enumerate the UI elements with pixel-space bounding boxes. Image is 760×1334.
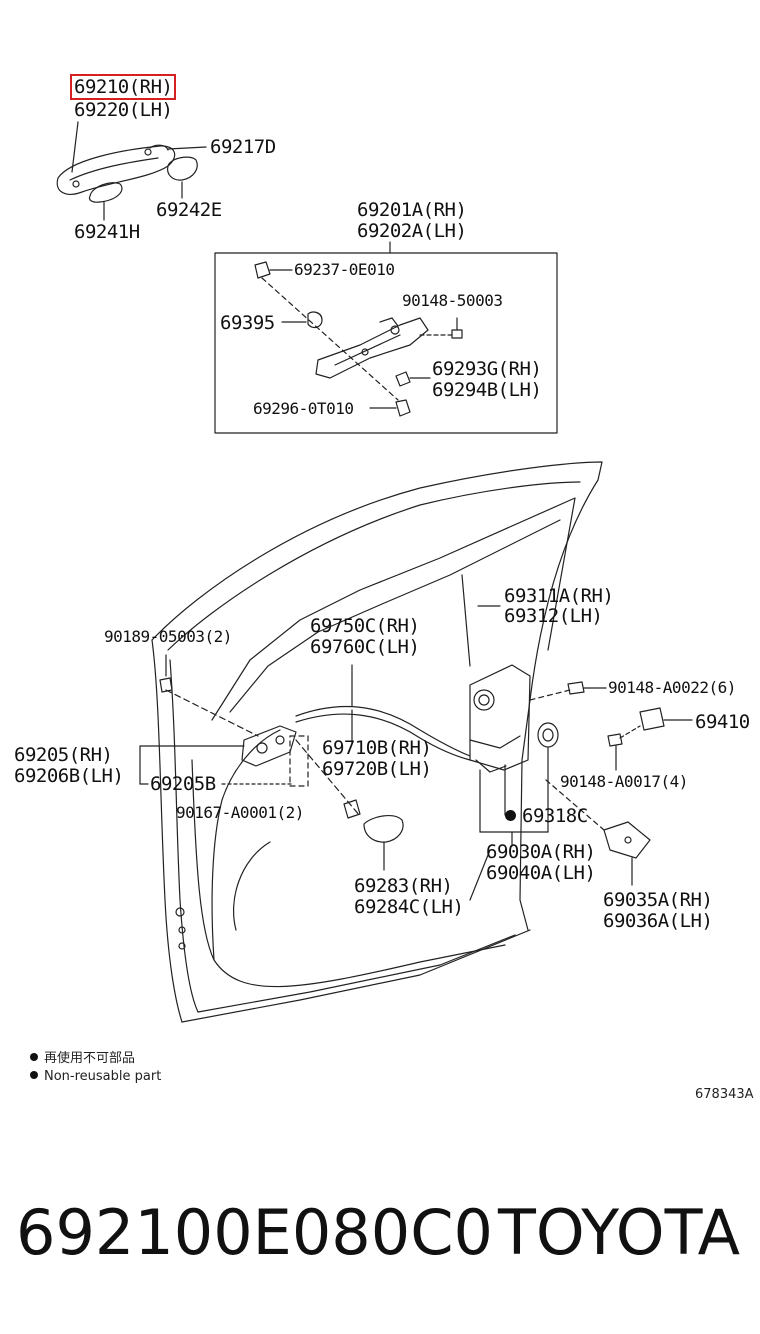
label-69030a-rh: 69030A(RH): [486, 841, 596, 863]
label-69311a-rh: 69311A(RH): [504, 585, 614, 607]
label-69312-lh: 69312(LH): [504, 605, 603, 627]
legend-en-text: Non-reusable part: [44, 1069, 162, 1084]
label-69710b-rh: 69710B(RH): [322, 737, 432, 759]
label-69201a-rh: 69201A(RH): [357, 199, 467, 221]
handle-pad-rear: [88, 182, 123, 203]
legend-zh-text: 再使用不可部品: [44, 1051, 136, 1066]
label-69040a-lh: 69040A(LH): [486, 862, 596, 884]
label-69220-lh: 69220(LH): [74, 99, 173, 121]
label-69217d: 69217D: [210, 136, 276, 158]
legend-en: Non-reusable part: [30, 1069, 161, 1085]
label-69036a-lh: 69036A(LH): [603, 910, 713, 932]
non-reusable-dot-icon: [30, 1053, 38, 1061]
label-69293g-rh: 69293G(RH): [432, 358, 542, 380]
label-90148-a0017: 90148-A0017(4): [560, 772, 688, 791]
screw-69296: [395, 399, 411, 417]
cover-69283: [363, 815, 404, 843]
label-69205-rh: 69205(RH): [14, 744, 113, 766]
legend-zh: 再使用不可部品: [30, 1051, 135, 1067]
label-69720b-lh: 69720B(LH): [322, 758, 432, 780]
label-90148-50003: 90148-50003: [402, 291, 503, 310]
dash-bolt-a0017: [619, 725, 641, 739]
dash-bolt-a0022: [529, 689, 571, 701]
label-69242e: 69242E: [156, 199, 222, 221]
lock-assembly-illustration: [469, 664, 531, 773]
highlight-box: 69210(RH): [70, 74, 177, 100]
label-69296-0t010: 69296-0T010: [253, 399, 354, 418]
footer-part-number: 692100E080C0: [16, 1196, 493, 1269]
leader-69030a-lower: [469, 849, 491, 901]
leader-69217d: [167, 146, 207, 150]
frame-part-illustration: [315, 317, 429, 379]
label-69760c-lh: 69760C(LH): [310, 636, 420, 658]
lock-cover-69035a: [603, 821, 651, 859]
bolt-90148-a0017: [607, 733, 623, 747]
screw-90189: [159, 677, 173, 693]
rod-69311a: [461, 574, 471, 667]
dash-handle-box: [289, 735, 309, 787]
pad-69395: [307, 311, 323, 329]
label-69294b-lh: 69294B(LH): [432, 379, 542, 401]
screw-90167: [343, 799, 361, 819]
label-69395: 69395: [220, 312, 275, 334]
label-69318c: 69318C: [505, 806, 588, 826]
striker-69410: [639, 707, 665, 731]
label-69206b-lh: 69206B(LH): [14, 765, 124, 787]
bolt-90148-50003: [451, 317, 463, 339]
grommet: [537, 722, 559, 748]
label-69035a-rh: 69035A(RH): [603, 889, 713, 911]
dash-screw-90167: [295, 739, 361, 817]
door-outline: [151, 461, 603, 1023]
dash-cover: [545, 779, 605, 831]
bolt-90148-a0022: [567, 681, 585, 695]
label-90189-05003: 90189-05003(2): [104, 627, 232, 646]
label-69284c-lh: 69284C(LH): [354, 896, 464, 918]
label-69283-rh: 69283(RH): [354, 875, 453, 897]
label-69750c-rh: 69750C(RH): [310, 615, 420, 637]
label-69241h: 69241H: [74, 221, 140, 243]
non-reusable-dot-icon: [30, 1071, 38, 1079]
inside-cable-illustration: [295, 705, 471, 761]
screw-69293g: [395, 371, 411, 387]
non-reusable-dot-icon: [505, 810, 516, 821]
frame-assembly-box: [214, 252, 558, 434]
label-69318c-text: 69318C: [522, 805, 588, 827]
handle-pad-front: [167, 156, 198, 181]
diagram-ref-code: 678343A: [695, 1087, 754, 1102]
label-69205b: 69205B: [150, 773, 216, 795]
grommet-inner: [542, 728, 554, 742]
label-69210-rh: 69210(RH): [70, 74, 177, 100]
dash-frame-axis: [261, 277, 399, 401]
label-69202a-lh: 69202A(LH): [357, 220, 467, 242]
footer-brand: TOYOTA: [498, 1196, 741, 1269]
clip-69237: [254, 261, 271, 279]
dash-screw-90189: [165, 689, 259, 737]
leader-69210: [71, 121, 79, 173]
label-69410: 69410: [695, 711, 750, 733]
label-69237-0e010: 69237-0E010: [294, 260, 395, 279]
label-90167-a0001: 90167-A0001(2): [176, 803, 304, 822]
label-90148-a0022: 90148-A0022(6): [608, 678, 736, 697]
